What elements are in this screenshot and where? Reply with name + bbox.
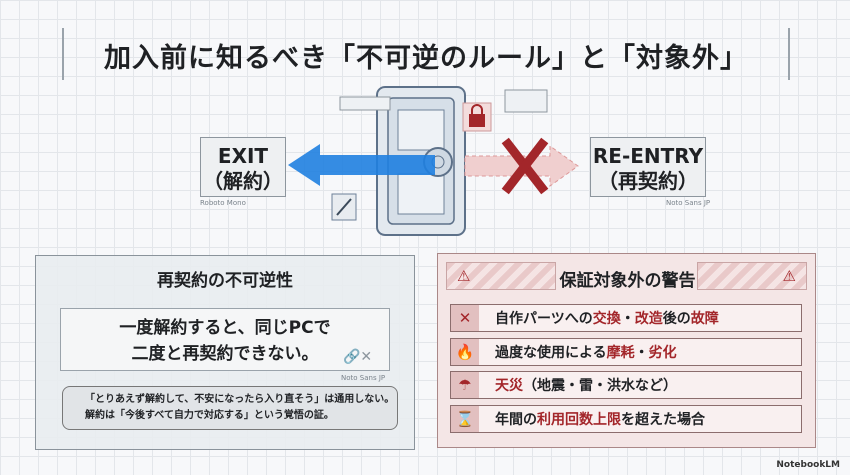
- exit-label: EXIT: [217, 144, 269, 168]
- irreversibility-heading: 再契約の不可逆性: [157, 271, 293, 291]
- exit-sub: （解約）: [203, 169, 283, 193]
- exclusion-text: 過度な使用による摩耗・劣化: [495, 342, 677, 362]
- reentry-caption: Noto Sans JP: [666, 199, 711, 207]
- page-title: 加入前に知るべき「不可逆のルール」と「対象外」: [104, 43, 748, 74]
- main-statement: 一度解約すると、同じPCで 二度と再契約できない。: [60, 308, 390, 371]
- text-segment: ・: [620, 311, 635, 327]
- annotation-tag: [339, 96, 391, 111]
- highlight-text: 天災: [495, 378, 523, 394]
- text-segment: 自作パーツへの: [495, 311, 593, 327]
- highlight-text: 改造: [634, 311, 663, 327]
- exclusion-item: 🔥 過度な使用による摩耗・劣化: [450, 337, 802, 366]
- exclusion-text: 天災（地震・雷・洪水など）: [495, 375, 677, 395]
- tools-icon: ✕: [451, 305, 479, 331]
- text-segment: 後の: [662, 311, 691, 327]
- warranty-exclusion-panel: ⚠ ⚠ 保証対象外の警告 ✕自作パーツへの交換・改造後の故障🔥過度な使用による摩…: [437, 253, 816, 448]
- text-segment: 年間の: [495, 411, 537, 428]
- exclusion-item: ✕ 自作パーツへの交換・改造後の故障: [450, 304, 802, 332]
- text-segment: （地震・雷・洪水など）: [523, 378, 677, 394]
- vault-door-illustration: [288, 86, 579, 236]
- title-frame: [62, 28, 790, 80]
- exit-arrow: [288, 144, 435, 186]
- limit-icon: ⌛: [451, 405, 479, 432]
- text-segment: 過度な使用による: [495, 344, 607, 361]
- fire-icon: 🔥: [451, 338, 479, 365]
- note-line: 解約は「今後すべて自力で対応する」という覚悟の証。: [85, 410, 334, 421]
- notebooklm-watermark: NotebookLM: [776, 460, 840, 470]
- warning-triangle-icon: ⚠: [697, 262, 807, 290]
- note-line: 「とりあえず解約して、不安になったら入り直そう」は通用しない。: [85, 394, 395, 405]
- warning-triangle-icon: ⚠: [446, 262, 556, 290]
- reentry-label: RE-ENTRY: [592, 144, 704, 168]
- document-icon: [331, 193, 357, 221]
- broken-link-icon: 🔗✕: [343, 349, 373, 365]
- highlight-text: 摩耗: [606, 344, 635, 361]
- exit-box: EXIT （解約）: [200, 137, 286, 197]
- main-statement-line: 一度解約すると、同じPCで: [119, 318, 331, 338]
- annotation-tag: [504, 89, 548, 113]
- reentry-sub: （再契約）: [598, 169, 698, 193]
- reentry-box: RE-ENTRY （再契約）: [590, 137, 706, 197]
- warning-note: 「とりあえず解約して、不安になったら入り直そう」は通用しない。 解約は「今後すべ…: [62, 386, 398, 430]
- highlight-text: 交換: [592, 311, 621, 327]
- text-segment: ・: [634, 344, 649, 361]
- highlight-text: 故障: [690, 311, 719, 327]
- warranty-heading: 保証対象外の警告: [559, 271, 696, 291]
- highlight-text: 利用回数上限: [537, 411, 621, 428]
- main-statement-line: 二度と再契約できない。: [131, 344, 319, 364]
- storm-icon: ☂: [451, 372, 479, 398]
- exclusion-text: 自作パーツへの交換・改造後の故障: [495, 308, 719, 328]
- font-caption: Noto Sans JP: [341, 374, 386, 382]
- irreversibility-panel: 再契約の不可逆性 一度解約すると、同じPCで 二度と再契約できない。 🔗✕ No…: [35, 255, 415, 450]
- exclusion-text: 年間の利用回数上限を超えた場合: [495, 409, 705, 429]
- exit-caption: Roboto Mono: [200, 199, 246, 207]
- lock-icon: [462, 102, 492, 132]
- text-segment: を超えた場合: [621, 411, 705, 428]
- highlight-text: 劣化: [648, 344, 677, 361]
- exclusion-item: ⌛ 年間の利用回数上限を超えた場合: [450, 404, 802, 433]
- blocked-x-icon: [501, 137, 549, 195]
- exclusion-item: ☂ 天災（地震・雷・洪水など）: [450, 371, 802, 399]
